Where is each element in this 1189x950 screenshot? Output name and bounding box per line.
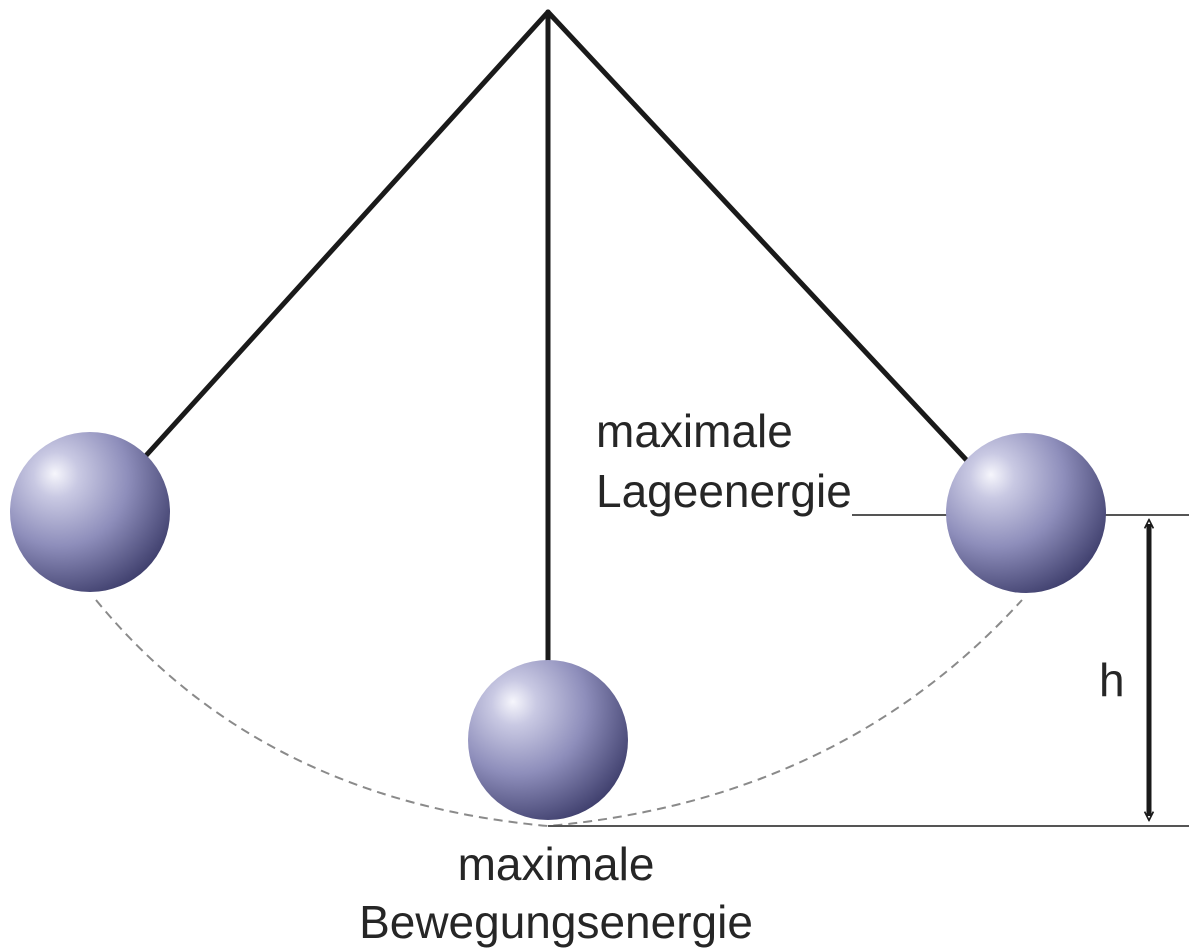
bottom-label-line2: Bewegungsenergie	[359, 896, 753, 948]
ball-left	[10, 432, 170, 592]
top-label-line1: maximale	[596, 405, 793, 457]
top-label-line2: Lageenergie	[596, 465, 852, 517]
swing-path	[95, 599, 1023, 828]
height-label: h	[1099, 654, 1125, 706]
bottom-label-line1: maximale	[458, 838, 655, 890]
string-left	[139, 9, 551, 463]
string-right	[545, 9, 975, 469]
ball-right	[946, 433, 1106, 593]
ball-middle	[468, 660, 628, 820]
